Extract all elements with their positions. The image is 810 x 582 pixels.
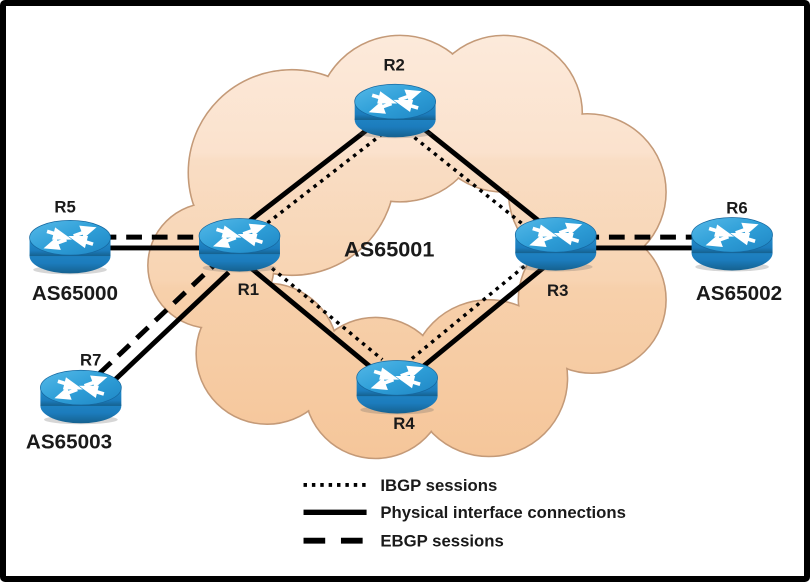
router-r5-label: R5: [54, 198, 75, 217]
router-r4: [355, 358, 439, 416]
router-r3-label: R3: [547, 281, 568, 300]
legend-item-physical: Physical interface connections: [303, 503, 626, 522]
router-icon: [28, 218, 112, 276]
bgp-topology-diagram: R5 AS65000 R7 AS65003 R1 R2 R3 R4 R6 AS6…: [26, 34, 782, 551]
router-r1: [198, 216, 281, 274]
legend-physical-label: Physical interface connections: [380, 503, 626, 522]
router-r1-label: R1: [238, 280, 259, 299]
router-r3: [514, 215, 598, 273]
router-r7-label: R7: [80, 350, 101, 369]
router-icon: [353, 82, 437, 140]
link-r1-r2-ibgp: [253, 130, 386, 235]
legend-item-ebgp: EBGP sessions: [303, 532, 504, 551]
router-icon: [198, 216, 281, 274]
router-r5: [28, 218, 112, 276]
link-r1-r4-ibgp: [258, 256, 384, 361]
as65000-label: AS65000: [32, 282, 118, 305]
link-r1-r4-physical: [248, 265, 376, 372]
link-r2-r3-ibgp: [406, 131, 541, 239]
legend-item-ibgp: IBGP sessions: [303, 476, 497, 495]
link-r7-r1-physical: [108, 270, 231, 386]
link-r2-r3-physical: [414, 120, 549, 230]
as65002-label: AS65002: [696, 282, 782, 305]
as65003-label: AS65003: [26, 431, 112, 454]
legend: IBGP sessions Physical interface connect…: [303, 476, 626, 551]
link-r7-r1-ebgp: [97, 259, 220, 376]
link-r4-r3-physical: [419, 264, 547, 371]
link-r1-r2-physical: [244, 120, 378, 226]
router-icon: [39, 368, 123, 426]
router-icon: [514, 215, 598, 273]
router-r2-label: R2: [383, 56, 404, 75]
legend-ibgp-label: IBGP sessions: [380, 476, 497, 495]
router-r6-label: R6: [726, 199, 747, 218]
router-icon: [690, 215, 774, 273]
router-icon: [355, 358, 439, 416]
router-r7: [39, 368, 123, 426]
router-r4-label: R4: [393, 414, 415, 433]
as65001-label: AS65001: [344, 237, 434, 262]
router-r2: [353, 82, 437, 140]
link-r4-r3-ibgp: [410, 255, 538, 360]
legend-ebgp-label: EBGP sessions: [380, 532, 503, 551]
router-r6: [690, 215, 774, 273]
